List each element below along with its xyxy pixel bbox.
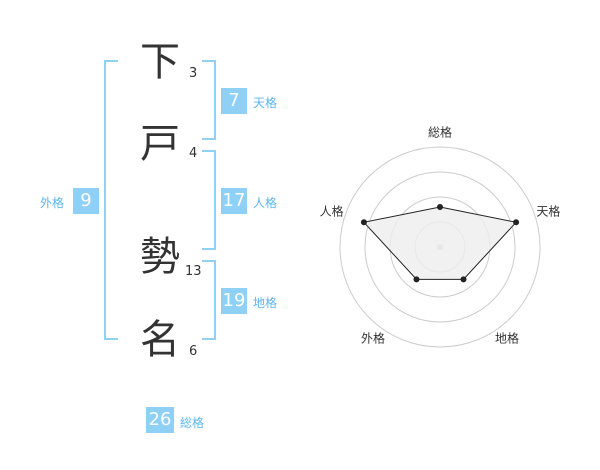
radar-axis-label: 地格 xyxy=(495,331,519,346)
radar-ring xyxy=(339,146,541,348)
chikaku-value: 19 xyxy=(221,288,247,314)
stroke-count-3: 13 xyxy=(185,264,202,279)
chikaku-bracket xyxy=(202,260,216,340)
chikaku-label: 地格 xyxy=(253,296,278,310)
tenkaku-bracket xyxy=(202,60,216,140)
radar-axis-label: 総格 xyxy=(428,125,452,140)
jinkaku-label: 人格 xyxy=(253,196,278,210)
jinkaku-value: 17 xyxy=(221,188,247,214)
radar-point-3 xyxy=(460,276,467,283)
gaikaku-bracket xyxy=(104,60,118,340)
tenkaku-value: 7 xyxy=(221,88,247,114)
stroke-count-4: 6 xyxy=(189,344,198,359)
gaikaku-value: 9 xyxy=(73,188,99,214)
stroke-count-2: 4 xyxy=(189,146,198,161)
name-char-2: 戸 xyxy=(140,121,180,167)
name-char-1: 下 xyxy=(140,39,180,85)
stroke-count-1: 3 xyxy=(189,66,198,81)
name-char-3: 勢 xyxy=(140,234,180,280)
radar-point-2 xyxy=(513,219,520,226)
tenkaku-label: 天格 xyxy=(253,96,278,110)
radar-point-1 xyxy=(437,204,443,210)
radar-point-5 xyxy=(360,219,367,226)
radar-axis-label: 人格 xyxy=(320,203,344,218)
gaikaku-label: 外格 xyxy=(40,196,65,210)
radar-axis-label: 天格 xyxy=(536,203,560,218)
radar-axis-label: 外格 xyxy=(361,331,385,346)
radar-point-4 xyxy=(413,276,420,283)
radar-series-area xyxy=(362,206,518,280)
soukaku-label: 総格 xyxy=(180,416,205,430)
radar-ring xyxy=(364,171,516,323)
name-char-4: 名 xyxy=(140,317,180,363)
soukaku-value: 26 xyxy=(146,407,174,433)
jinkaku-bracket xyxy=(202,150,216,250)
